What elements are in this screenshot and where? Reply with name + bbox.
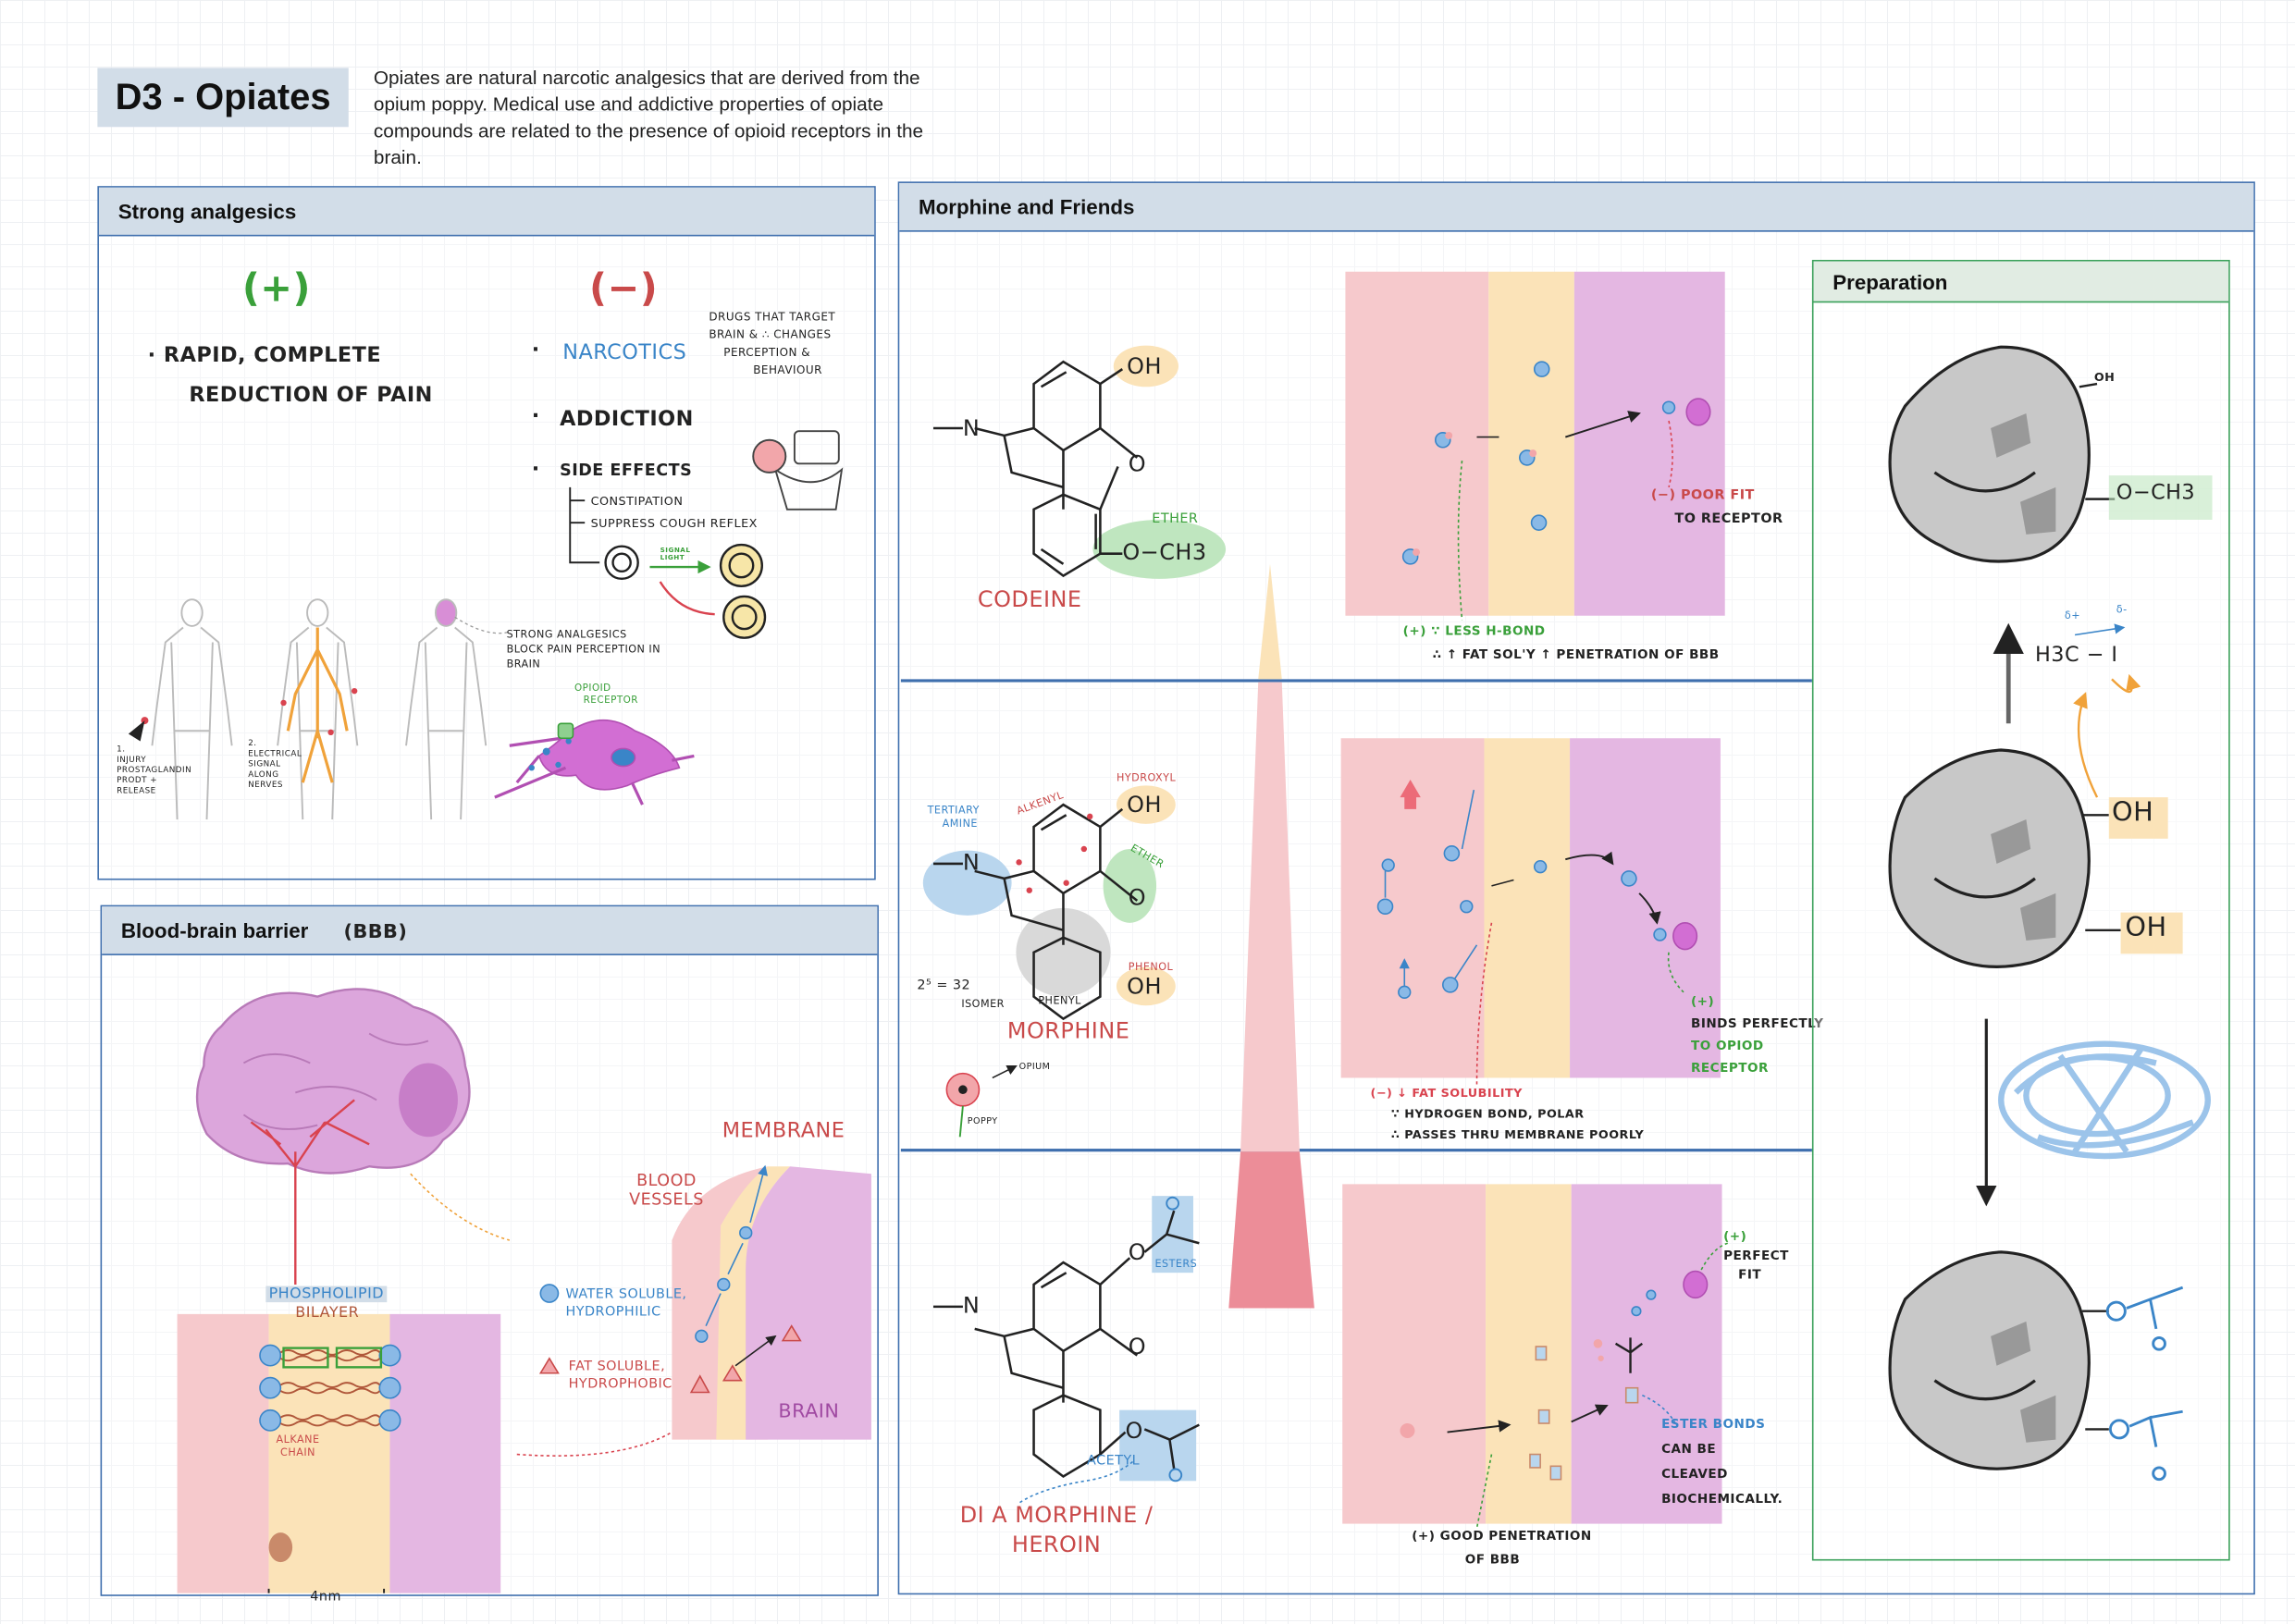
pros-line-1: · RAPID, COMPLETE <box>147 343 382 368</box>
heroin-n: N <box>962 1291 981 1319</box>
water-label: WATER SOLUBLE,HYDROPHILIC <box>565 1287 687 1321</box>
morphine-membrane <box>1340 738 1721 1086</box>
codeine-ether: ETHER <box>1152 511 1199 527</box>
phospho-label: PHOSPHOLIPID <box>265 1286 388 1303</box>
phenyl-label: PHENYL <box>1038 995 1081 1007</box>
heroin-o-top: O <box>1128 1238 1147 1266</box>
opioid-receptor-label: OPIOID RECEPTOR <box>574 682 639 707</box>
plus-sign: (+) <box>241 266 311 312</box>
panel-title-morphine: Morphine and Friends <box>899 182 2254 232</box>
delta-plus: δ+ <box>2064 609 2081 622</box>
intro-text: Opiates are natural narcotic analgesics … <box>373 66 924 169</box>
codeine-och3: O−CH3 <box>1122 538 1207 566</box>
poppy-icon <box>945 1072 981 1138</box>
addiction-label: ADDICTION <box>560 407 694 432</box>
row-divider-2 <box>900 1149 1812 1151</box>
bbb-title: Blood-brain barrier <box>120 918 309 942</box>
morph-oh-bottom: OH <box>1127 973 1162 1000</box>
acetic-anhydride-icon <box>1998 1040 2211 1160</box>
prep-och3: O−CH3 <box>2116 481 2196 506</box>
codeine-membrane <box>1345 271 1725 621</box>
bbb-illustrations <box>177 988 871 1593</box>
hydroxyl-label: HYDROXYL <box>1116 771 1177 784</box>
scale-label: 4nm <box>310 1590 341 1606</box>
heroin-good-note: (+) GOOD PENETRATION OF BBB <box>1412 1529 1592 1569</box>
cough-label: SUPPRESS COUGH REFLEX <box>590 516 758 531</box>
phospholipid-icon <box>259 1344 401 1432</box>
morphine-structure <box>922 785 1176 1021</box>
molecule-structures <box>922 345 1227 1504</box>
bullet-addiction: · <box>531 404 540 428</box>
heroin-membrane <box>1342 1184 1729 1529</box>
prep-oh-small: OH <box>2093 370 2116 385</box>
heroin-plus-note: (+) PERFECT FIT <box>1723 1229 1789 1284</box>
morph-o: O <box>1128 884 1147 912</box>
opium-label: OPIUM <box>1018 1061 1051 1073</box>
brain-icon <box>195 988 471 1285</box>
strong-illustrations <box>128 430 844 820</box>
body-icon <box>151 598 487 820</box>
bilayer-label: BILAYER <box>295 1305 360 1322</box>
brain-label: BRAIN <box>778 1401 840 1424</box>
esters-label: ESTERS <box>1154 1258 1198 1270</box>
codeine-minus-note: (−) POOR FIT TO RECEPTOR <box>1650 488 1783 527</box>
phenol-label: PHENOL <box>1128 961 1174 974</box>
morphine-name: MORPHINE <box>1006 1016 1130 1044</box>
heroin-o-bottom: O <box>1125 1417 1143 1445</box>
page-title: D3 - Opiates <box>97 68 349 128</box>
bbb-abbr: (BBB) <box>343 921 408 944</box>
membrane-diagrams <box>1340 271 1729 1529</box>
pros-line-2: REDUCTION OF PAIN <box>189 384 433 408</box>
side-effects-label: SIDE EFFECTS <box>560 461 693 480</box>
nerve-signal-icon <box>286 627 349 783</box>
panel-title-strong: Strong analgesics <box>98 187 875 237</box>
potency-triangle <box>1228 563 1314 1309</box>
face-icon <box>604 543 767 639</box>
drugs-note: DRUGS THAT TARGET BRAIN & ∴ CHANGES PERC… <box>709 310 836 377</box>
body-label-injury: 1. INJURY PROSTAGLANDIN PRODT + RELEASE <box>117 745 192 796</box>
constipation-label: CONSTIPATION <box>590 494 684 509</box>
codeine-o: O <box>1128 449 1147 477</box>
membrane-label: MEMBRANE <box>722 1119 845 1143</box>
body-label-signal: 2. ELECTRICAL SIGNAL ALONG NERVES <box>248 739 302 791</box>
codeine-structure <box>932 345 1227 579</box>
poppy-label: POPPY <box>967 1115 998 1127</box>
neuron-icon <box>494 719 695 806</box>
signal-light-label: SIGNAL LIGHT <box>660 547 691 563</box>
prep-ch3i: H3C − I <box>2034 644 2118 668</box>
morphine-blob-icon <box>1888 345 2091 1470</box>
fat-label: FAT SOLUBLE,HYDROPHOBIC <box>568 1359 672 1393</box>
panel-title-preparation: Preparation <box>1813 261 2229 303</box>
morphine-plus-note: (+) BINDS PERFECTLY TO OPIOD RECEPTOR <box>1690 995 1824 1077</box>
heroin-structure <box>932 1196 1200 1482</box>
preparation-illustrations <box>1888 345 2213 1482</box>
panel-strong-analgesics: Strong analgesics <box>97 186 876 880</box>
morph-n: N <box>962 848 981 876</box>
acetyl-label: ACETYL <box>1087 1454 1141 1470</box>
morphine-minus-note: (−) ↓ FAT SOLUBILITY ∵ HYDROGEN BOND, PO… <box>1370 1087 1645 1142</box>
minus-sign: (−) <box>589 266 659 312</box>
ester-note: ESTER BONDS CAN BE CLEAVED BIOCHEMICALLY… <box>1661 1417 1783 1508</box>
codeine-n: N <box>962 414 981 442</box>
row-divider-1 <box>900 679 1812 682</box>
diamorphine-label: DI A MORPHINE /HEROIN <box>959 1501 1154 1558</box>
codeine-name: CODEINE <box>977 585 1082 613</box>
bullet-narcotics: · <box>531 338 540 363</box>
prep-oh-1: OH <box>2111 797 2154 829</box>
toilet-icon <box>752 430 844 511</box>
prep-oh-2: OH <box>2125 912 2167 944</box>
morph-oh-top: OH <box>1127 791 1162 818</box>
delta-minus: δ- <box>2116 603 2128 616</box>
panel-title-bbb: Blood-brain barrier (BBB) <box>102 906 878 955</box>
body-label-block: STRONG ANALGESICS BLOCK PAIN PERCEPTION … <box>506 629 661 671</box>
bullet-side: · <box>531 457 540 482</box>
codeine-oh: OH <box>1127 352 1162 380</box>
heroin-o-ring: O <box>1128 1333 1147 1360</box>
narcotics-label: NARCOTICS <box>562 340 687 365</box>
codeine-plus-note: (+) ∵ LESS H-BOND ∴ ↑ FAT SOL'Y ↑ PENETR… <box>1402 624 1720 663</box>
